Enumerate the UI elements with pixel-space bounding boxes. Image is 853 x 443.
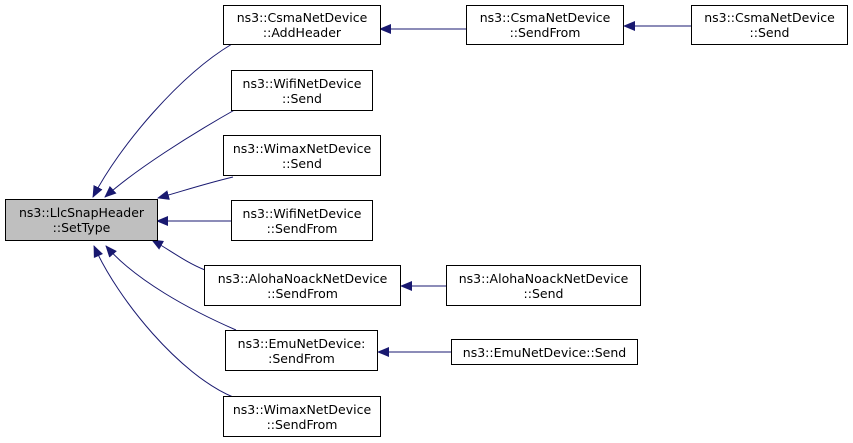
node-wimaxnetdevice-sendfrom[interactable]: ns3::WimaxNetDevice ::SendFrom <box>223 396 381 437</box>
node-label-line2: ::SendFrom <box>266 416 338 432</box>
node-label-line2: ::SendFrom <box>266 220 338 236</box>
node-emunetdevice-send[interactable]: ns3::EmuNetDevice::Send <box>451 339 638 365</box>
node-label-line2: ::Send <box>523 285 564 301</box>
node-label-line1: ns3::EmuNetDevice::Send <box>462 344 627 360</box>
edge-csma-addheader-to-settype <box>92 43 233 198</box>
node-label-line1: ns3::WifiNetDevice <box>242 75 362 91</box>
node-llcsnapheader-settype: ns3::LlcSnapHeader ::SetType <box>5 199 158 241</box>
edge-wifi-send-to-settype <box>104 107 239 198</box>
node-label-line2: ::SendFrom <box>509 25 581 40</box>
node-csmanetdevice-sendfrom[interactable]: ns3::CsmaNetDevice ::SendFrom <box>466 5 624 45</box>
edge-aloha-sendfrom-to-settype <box>151 239 206 271</box>
node-alohanoacknetdevice-send[interactable]: ns3::AlohaNoackNetDevice ::Send <box>446 265 641 306</box>
edge-wimax-sendfrom-to-settype <box>93 245 234 398</box>
node-label-line2: ::Send <box>282 90 322 106</box>
node-label-line1: ns3::LlcSnapHeader <box>18 205 145 220</box>
node-label-line2: ::AddHeader <box>262 25 342 40</box>
node-csmanetdevice-send[interactable]: ns3::CsmaNetDevice ::Send <box>691 5 848 45</box>
node-label-line1: ns3::WimaxNetDevice <box>232 140 372 156</box>
node-label-line2: :SendFrom <box>268 350 335 366</box>
node-label-line1: ns3::AlohaNoackNetDevice <box>458 270 629 286</box>
node-label-line1: ns3::CsmaNetDevice <box>236 10 368 25</box>
node-label-line1: ns3::AlohaNoackNetDevice <box>217 270 388 286</box>
node-label-line2: ::Send <box>749 25 790 40</box>
node-label-line2: ::SendFrom <box>267 285 338 301</box>
edge-emu-sendfrom-to-settype <box>105 245 237 331</box>
node-wifinetdevice-send[interactable]: ns3::WifiNetDevice ::Send <box>231 70 373 111</box>
node-alohanoacknetdevice-sendfrom[interactable]: ns3::AlohaNoackNetDevice ::SendFrom <box>204 265 401 306</box>
node-csmanetdevice-addheader[interactable]: ns3::CsmaNetDevice ::AddHeader <box>223 5 381 45</box>
node-label-line1: ns3::EmuNetDevice: <box>237 335 366 351</box>
edge-wimax-send-to-settype <box>157 176 234 200</box>
node-label-line1: ns3::CsmaNetDevice <box>479 10 611 25</box>
node-emunetdevice-sendfrom[interactable]: ns3::EmuNetDevice: :SendFrom <box>225 330 378 371</box>
node-label-line2: ::Send <box>282 155 322 171</box>
node-label-line2: ::SetType <box>52 220 111 235</box>
node-wifinetdevice-sendfrom[interactable]: ns3::WifiNetDevice ::SendFrom <box>231 200 373 241</box>
node-label-line1: ns3::WimaxNetDevice <box>232 401 372 417</box>
node-label-line1: ns3::CsmaNetDevice <box>704 10 835 25</box>
node-wimaxnetdevice-send[interactable]: ns3::WimaxNetDevice ::Send <box>223 135 381 176</box>
node-label-line1: ns3::WifiNetDevice <box>242 205 362 221</box>
